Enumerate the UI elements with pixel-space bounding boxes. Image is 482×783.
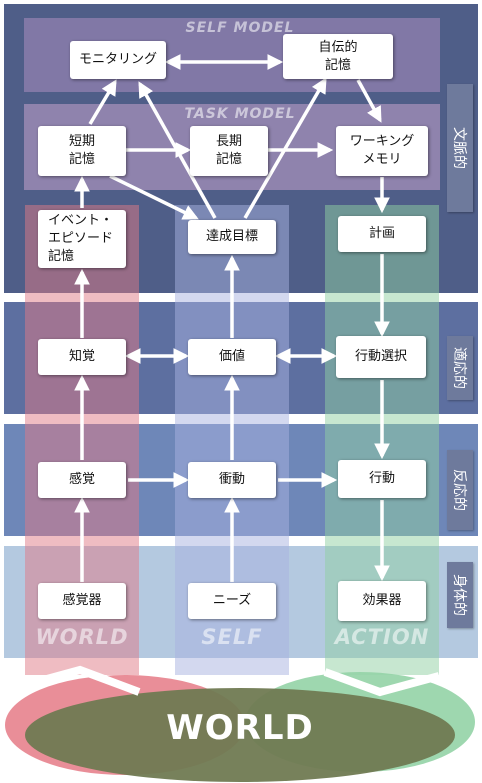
node-short-term-memory: 短期 記憶 bbox=[38, 126, 126, 176]
node-long-term-memory: 長期 記憶 bbox=[190, 126, 268, 176]
node-effector: 効果器 bbox=[338, 581, 426, 621]
arrow-autobio-working bbox=[356, 79, 382, 123]
node-needs: ニーズ bbox=[188, 583, 276, 619]
self-model-label: SELF MODEL bbox=[185, 20, 295, 36]
node-action: 行動 bbox=[338, 460, 426, 498]
node-monitoring: モニタリング bbox=[70, 41, 166, 79]
arrow-short-goal bbox=[109, 174, 199, 220]
task-model-label: TASK MODEL bbox=[184, 106, 296, 122]
side-label-adaptive-text: 適応的 bbox=[451, 347, 467, 389]
side-label-physical: 身体的 bbox=[447, 562, 473, 628]
arrow-short-monitoring bbox=[88, 79, 117, 125]
node-action-selection: 行動選択 bbox=[336, 336, 426, 378]
node-value: 価値 bbox=[188, 339, 276, 375]
world-center-lobe bbox=[25, 688, 455, 782]
side-label-physical-text: 身体的 bbox=[451, 574, 467, 616]
node-impulse: 衝動 bbox=[188, 462, 276, 498]
world-column-label: WORLD bbox=[35, 625, 129, 649]
side-label-contextual: 文脈的 bbox=[447, 84, 473, 212]
world-bottom-label: WORLD bbox=[166, 708, 314, 748]
node-goal: 達成目標 bbox=[188, 220, 276, 254]
world-chevron-left bbox=[23, 665, 141, 696]
side-label-contextual-text: 文脈的 bbox=[451, 127, 467, 169]
node-autobiographical-memory: 自伝的 記憶 bbox=[283, 34, 393, 79]
node-working-memory: ワーキング メモリ bbox=[336, 126, 428, 176]
node-sensation: 感覚 bbox=[38, 462, 126, 498]
world-chevron-right bbox=[323, 668, 441, 697]
side-label-adaptive: 適応的 bbox=[447, 336, 473, 400]
arrows bbox=[74, 54, 390, 582]
node-plan: 計画 bbox=[338, 216, 426, 252]
node-perception: 知覚 bbox=[38, 339, 126, 375]
node-sensor: 感覚器 bbox=[38, 583, 126, 619]
action-column-label: ACTION bbox=[334, 625, 430, 649]
node-episodic-memory: イベント・ エピソード 記憶 bbox=[38, 210, 126, 268]
side-label-reactive-text: 反応的 bbox=[451, 469, 467, 511]
self-column-label: SELF bbox=[201, 625, 263, 649]
side-label-reactive: 反応的 bbox=[447, 450, 473, 530]
